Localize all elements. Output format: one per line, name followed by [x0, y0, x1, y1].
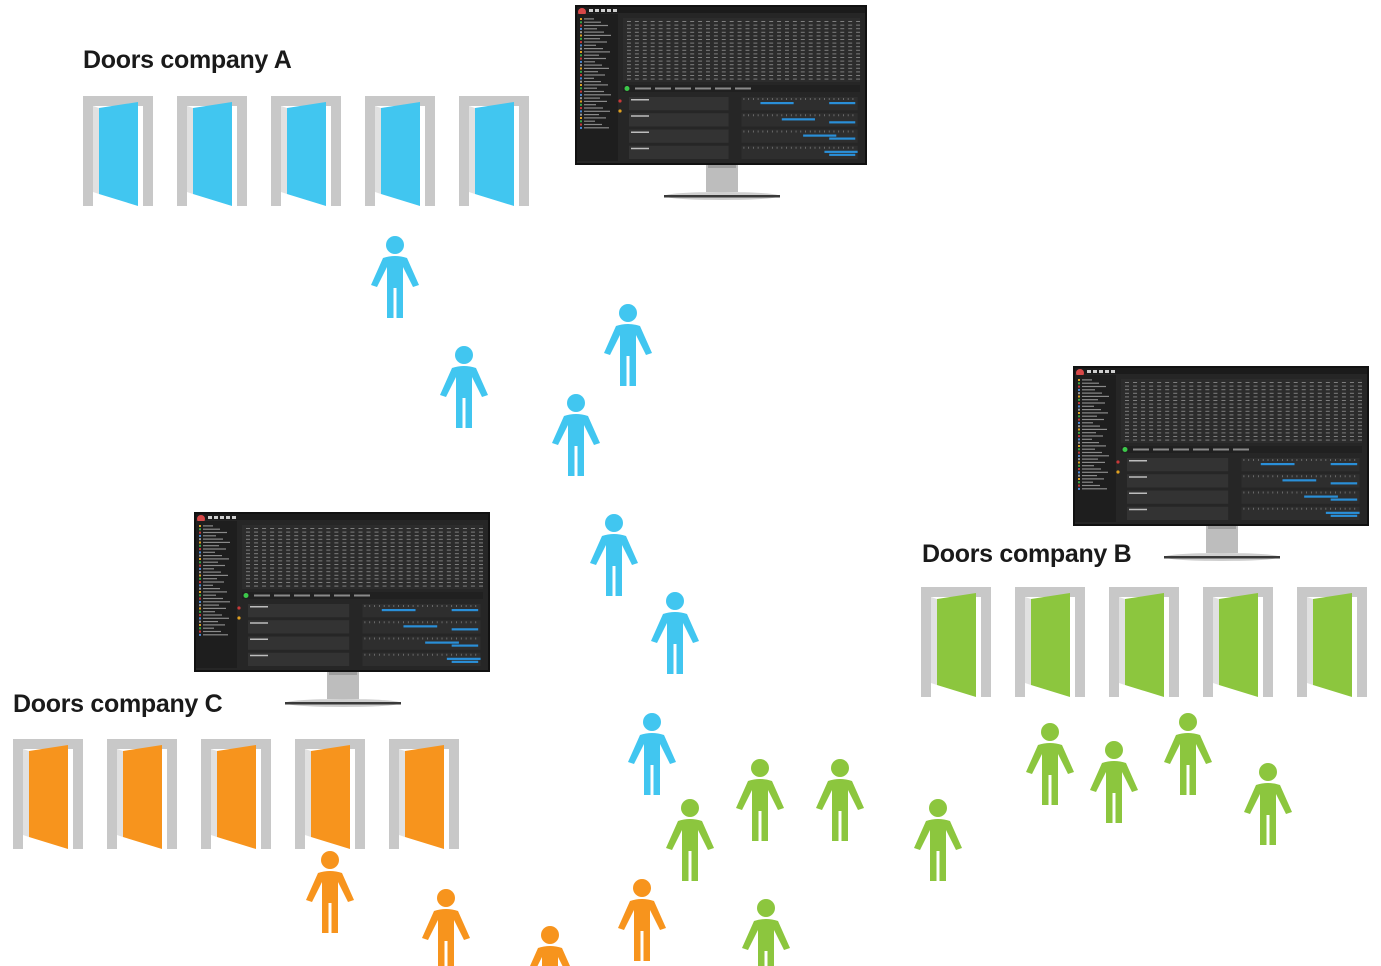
door-b-4: [1203, 587, 1273, 697]
door-a-5: [459, 96, 529, 206]
door-a-4: [365, 96, 435, 206]
door-c-2: [107, 739, 177, 849]
door-b-3: [1109, 587, 1179, 697]
person-green-7: [914, 799, 962, 881]
person-green-1: [1026, 723, 1074, 805]
person-blue-7: [628, 713, 676, 795]
person-blue-3: [440, 346, 488, 428]
person-blue-4: [552, 394, 600, 476]
company-b-label: Doors company B: [922, 540, 1132, 568]
person-orange-1: [306, 851, 354, 933]
company-a-label: Doors company A: [83, 46, 292, 74]
person-green-5: [736, 759, 784, 841]
door-c-5: [389, 739, 459, 849]
door-a-2: [177, 96, 247, 206]
door-b-2: [1015, 587, 1085, 697]
person-green-8: [666, 799, 714, 881]
person-green-4: [1244, 763, 1292, 845]
company-c-label: Doors company C: [13, 690, 223, 718]
monitor-company-c: [194, 512, 490, 707]
person-blue-6: [651, 592, 699, 674]
monitor-company-a: [575, 5, 867, 200]
door-b-5: [1297, 587, 1367, 697]
monitor-company-b: [1073, 366, 1369, 561]
door-c-1: [13, 739, 83, 849]
person-blue-2: [604, 304, 652, 386]
door-c-4: [295, 739, 365, 849]
person-green-9: [742, 899, 790, 966]
person-blue-5: [590, 514, 638, 596]
person-orange-3: [530, 926, 570, 966]
person-green-6: [816, 759, 864, 841]
door-a-3: [271, 96, 341, 206]
door-c-3: [201, 739, 271, 849]
person-orange-4: [618, 879, 666, 961]
door-a-1: [83, 96, 153, 206]
person-green-2: [1090, 741, 1138, 823]
door-b-1: [921, 587, 991, 697]
person-orange-2: [422, 889, 470, 966]
person-green-3: [1164, 713, 1212, 795]
person-blue-1: [371, 236, 419, 318]
